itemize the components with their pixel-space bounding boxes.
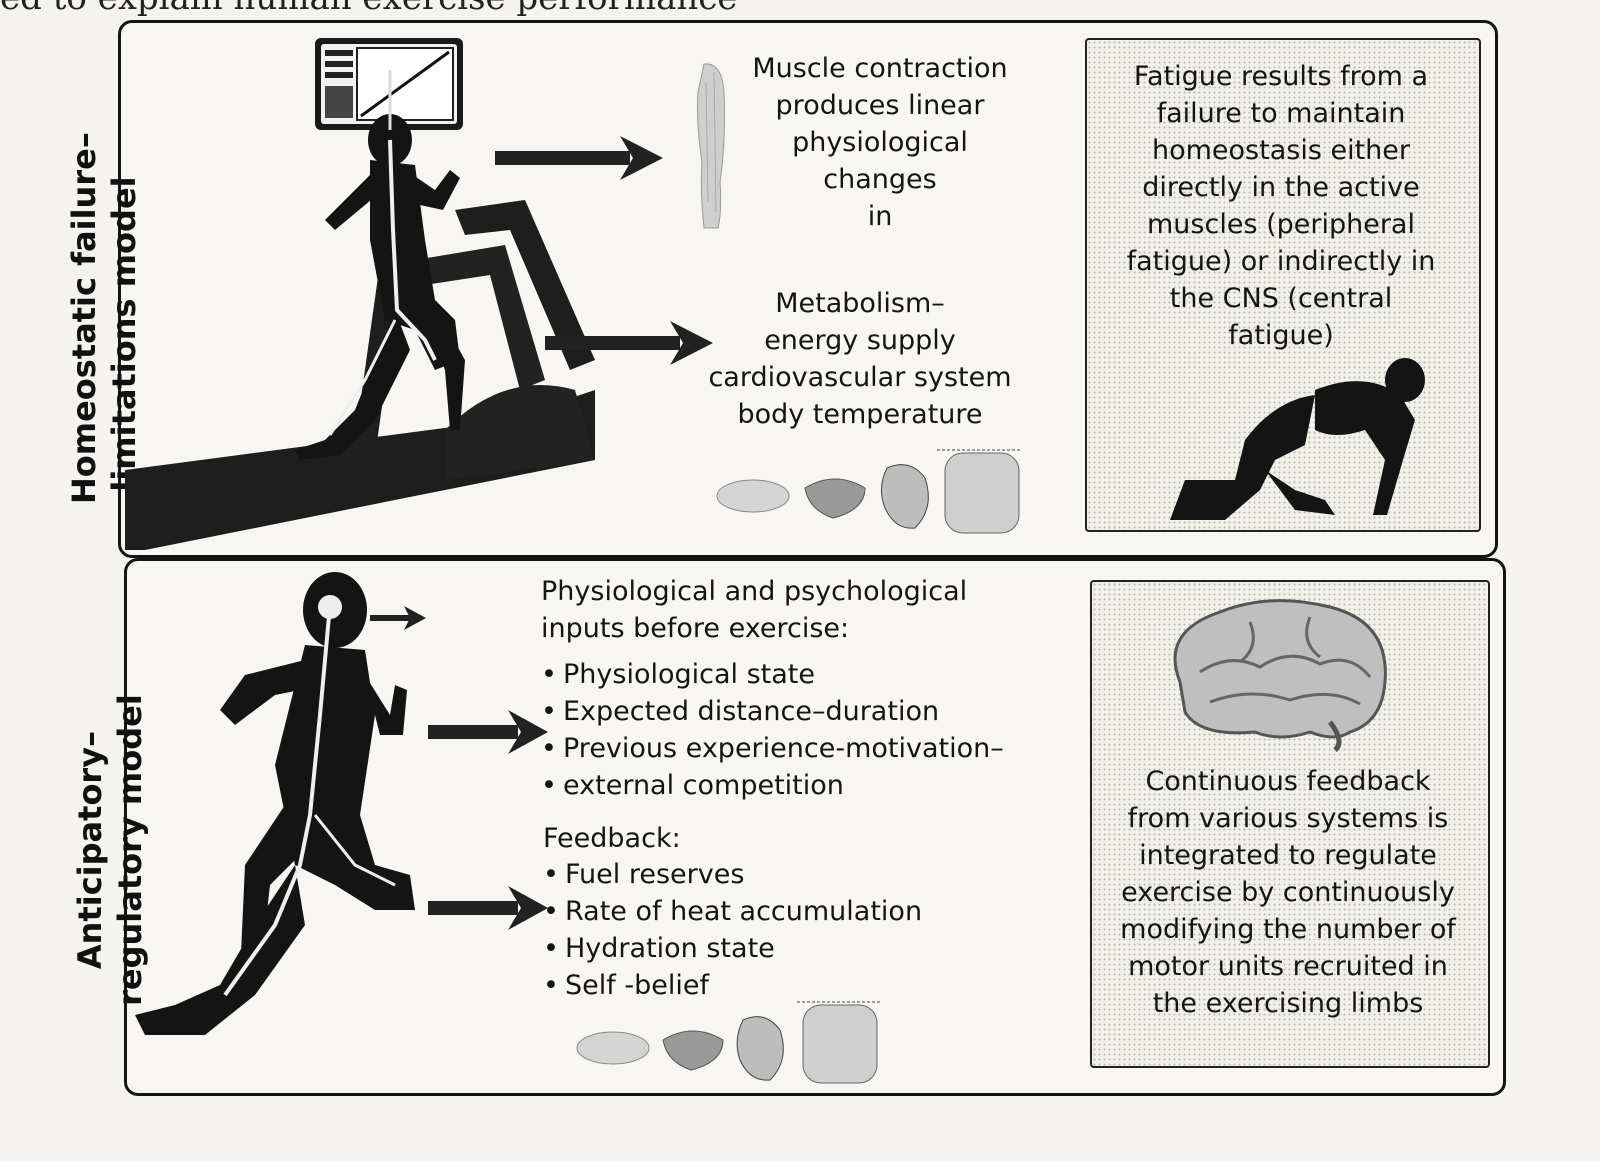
muscle-contraction-text: Muscle contraction produces linear physi…: [725, 50, 1035, 235]
box-text-line: Fatigue results from a: [1133, 61, 1429, 92]
systems-text-line: Metabolism–: [775, 288, 945, 319]
box-text-line: exercise by continuously: [1121, 877, 1455, 908]
box-text-line: the CNS (central: [1169, 283, 1393, 314]
homeostatic-label-line1: Homeostatic failure–: [65, 132, 103, 504]
box-text-line: directly in the active: [1142, 172, 1420, 203]
inputs-heading-line: Physiological and psychological: [541, 576, 968, 607]
leg-muscle-icon: [697, 63, 725, 229]
arrow-icon: [428, 710, 548, 754]
feedback-heading: Feedback:: [543, 823, 681, 854]
kneeling-athlete-icon: [1170, 358, 1425, 520]
box-text-line: motor units recruited in: [1128, 951, 1448, 982]
pre-exercise-inputs-heading: Physiological and psychological inputs b…: [541, 573, 1061, 647]
inputs-heading-line: inputs before exercise:: [541, 613, 850, 644]
arrow-icon: [495, 136, 663, 180]
muscle-text-line: physiological: [792, 127, 968, 158]
homeostatic-description-text: Fatigue results from a failure to mainta…: [1090, 58, 1472, 354]
box-text-line: integrated to regulate: [1139, 840, 1437, 871]
list-item: Previous experience-motivation–: [541, 730, 1061, 767]
box-text-line: Continuous feedback: [1145, 766, 1431, 797]
runner-on-treadmill-icon: [125, 38, 595, 550]
organ-icons: [716, 449, 1020, 534]
box-text-line: homeostasis either: [1151, 135, 1410, 166]
muscle-text-line: Muscle contraction: [752, 53, 1008, 84]
list-item: Expected distance–duration: [541, 693, 1061, 730]
anticipatory-description-text: Continuous feedback from various systems…: [1092, 763, 1484, 1022]
physiological-systems-text: Metabolism– energy supply cardiovascular…: [680, 285, 1040, 433]
muscle-text-line: produces linear: [775, 90, 985, 121]
list-item: Physiological state: [541, 656, 1061, 693]
box-text-line: fatigue): [1228, 320, 1334, 351]
anticipatory-label-line1: Anticipatory–: [71, 730, 109, 970]
list-item: Hydration state: [543, 930, 1043, 967]
brain-icon: [1173, 599, 1387, 752]
box-text-line: muscles (peripheral: [1147, 209, 1415, 240]
arrow-icon: [545, 321, 713, 365]
feedback-list: Fuel reserves Rate of heat accumulation …: [543, 856, 1043, 1004]
running-athlete-icon: [135, 572, 415, 1035]
list-item: Fuel reserves: [543, 856, 1043, 893]
systems-text-line: cardiovascular system: [708, 362, 1012, 393]
organ-icons: [576, 1001, 880, 1084]
box-text-line: the exercising limbs: [1152, 988, 1424, 1019]
arrow-icon: [370, 606, 426, 630]
systems-text-line: energy supply: [764, 325, 956, 356]
arrow-icon: [428, 886, 548, 930]
box-text-line: failure to maintain: [1156, 98, 1406, 129]
muscle-text-line: in: [867, 201, 893, 232]
muscle-text-line: changes: [823, 164, 937, 195]
list-item-continuation: external competition: [541, 767, 1061, 804]
box-text-line: fatigue) or indirectly in: [1126, 246, 1436, 277]
box-text-line: from various systems is: [1127, 803, 1449, 834]
pre-exercise-inputs-list: Physiological state Expected distance–du…: [541, 656, 1061, 804]
box-text-line: modifying the number of: [1120, 914, 1456, 945]
cut-off-caption: ed to explain human exercise performance: [0, 0, 1600, 18]
systems-text-line: body temperature: [737, 399, 983, 430]
list-item: Self -belief: [543, 967, 1043, 1004]
list-item: Rate of heat accumulation: [543, 893, 1043, 930]
